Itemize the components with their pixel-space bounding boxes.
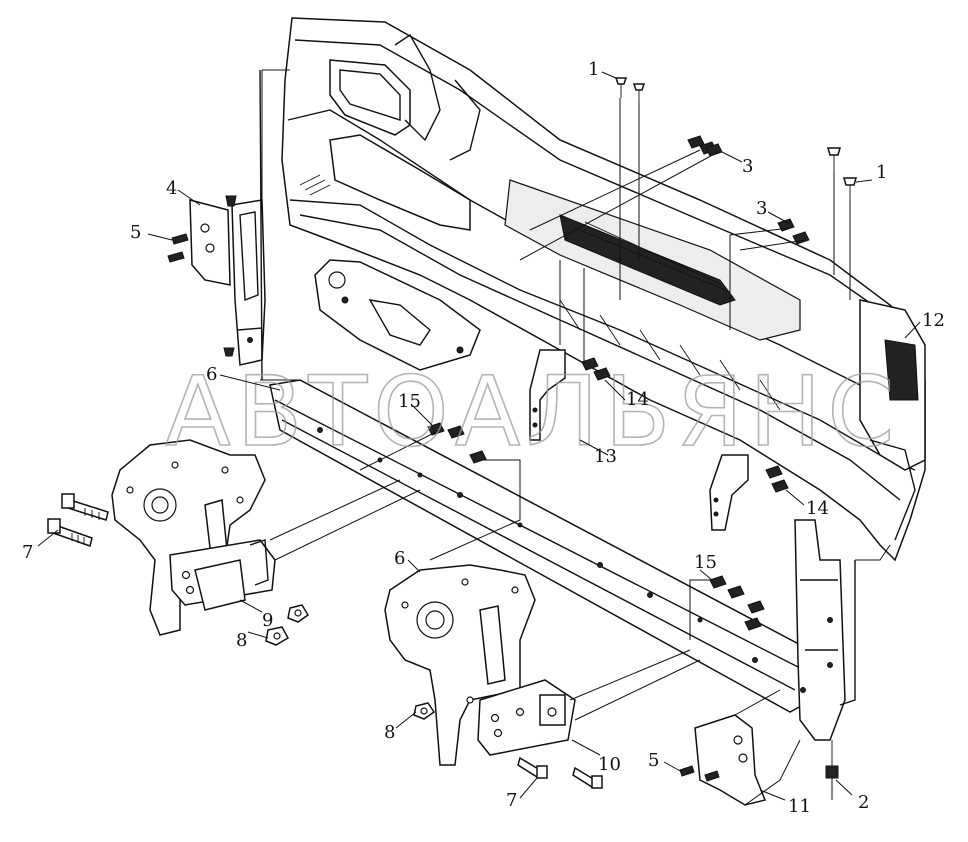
- callout-7: 7: [22, 542, 33, 563]
- callout-9: 9: [262, 610, 273, 631]
- right-nut-8: [413, 702, 436, 720]
- part-11-plate: [679, 714, 767, 806]
- assembly-lines: [260, 69, 891, 806]
- bumper-inner-panel: [314, 259, 481, 371]
- left-nuts-8: [265, 604, 310, 646]
- callout-7: 7: [506, 790, 517, 811]
- callout-8: 8: [384, 722, 395, 743]
- left-mounting-plate: [111, 439, 276, 636]
- callout-1: 1: [588, 59, 599, 80]
- callout-13: 13: [594, 446, 617, 467]
- callout-1: 1: [876, 162, 887, 183]
- callout-6: 6: [394, 548, 405, 569]
- callout-11: 11: [788, 796, 811, 817]
- callout-2: 2: [858, 792, 869, 813]
- watermark-text: АВТОАЛЬЯНС: [165, 356, 900, 468]
- callout-labels: 1 1 2 3 3 4 5 5 6 6 7 7 8 8 9 10 11 12 1…: [22, 59, 945, 817]
- right-mounting-plate: [384, 564, 576, 766]
- callout-3: 3: [756, 198, 767, 219]
- right-vertical-bracket: [794, 519, 856, 741]
- callout-10: 10: [598, 754, 621, 775]
- callout-15: 15: [694, 552, 717, 573]
- callout-14: 14: [626, 389, 649, 410]
- callout-5: 5: [130, 222, 141, 243]
- part-4-bracket: [167, 199, 231, 286]
- callout-8: 8: [236, 630, 247, 651]
- callout-15: 15: [398, 391, 421, 412]
- part-13-brackets: [529, 349, 749, 531]
- callout-6: 6: [206, 364, 217, 385]
- callout-12: 12: [922, 310, 945, 331]
- callout-4: 4: [166, 178, 177, 199]
- callout-3: 3: [742, 156, 753, 177]
- callout-leaders: [37, 71, 921, 801]
- left-vertical-bracket: [231, 69, 266, 381]
- callout-14: 14: [806, 498, 829, 519]
- callout-5: 5: [648, 750, 659, 771]
- bumper-assembly: [281, 17, 926, 562]
- right-bolts-7: [517, 756, 603, 789]
- left-bolts-7: [47, 493, 109, 547]
